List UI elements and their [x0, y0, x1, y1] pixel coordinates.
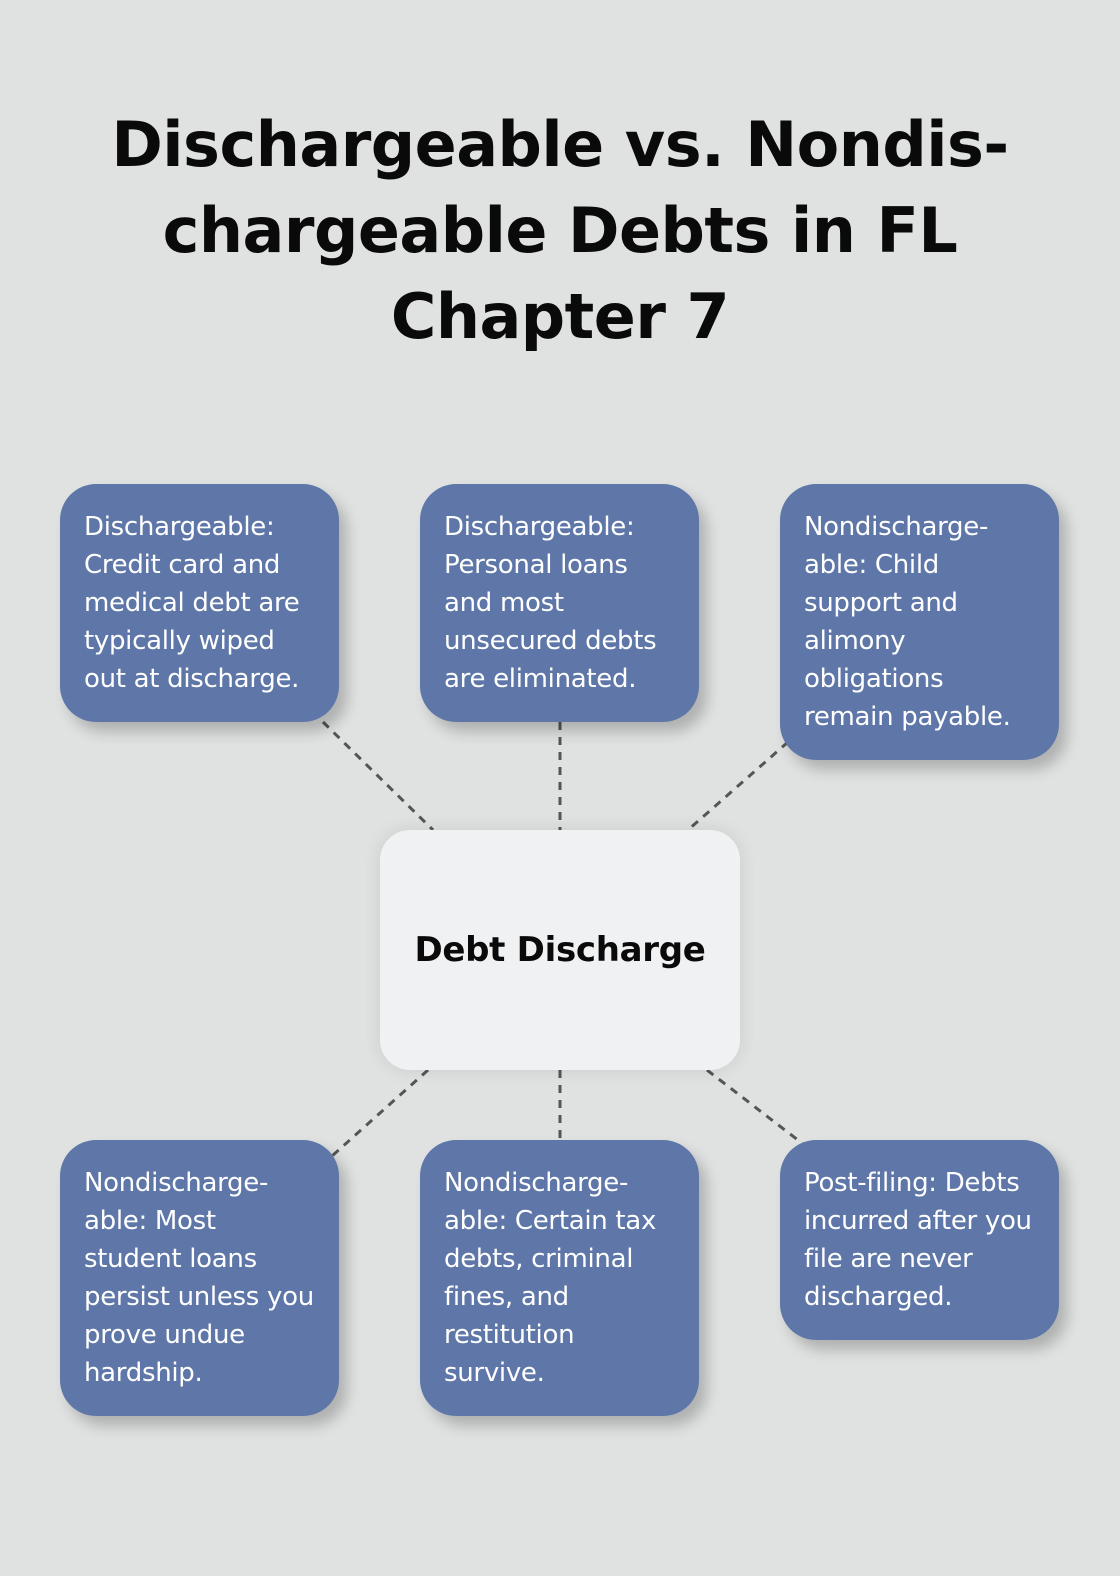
node-text: Post-filing: Debts incurred after you fi… [804, 1168, 1032, 1312]
node-text: Nondischarge- able: Most student loans p… [84, 1168, 314, 1388]
connector-line-6 [706, 1068, 804, 1146]
node-text: Dischargeable: Personal loans and most u… [444, 512, 657, 694]
connector-line-3 [687, 740, 789, 832]
node-text: Nondischarge- able: Child support and al… [804, 512, 1011, 732]
node-nondischargeable-student-loans: Nondischarge- able: Most student loans p… [60, 1140, 339, 1416]
node-text: Dischargeable: Credit card and medical d… [84, 512, 300, 694]
connector-line-1 [321, 720, 435, 832]
node-post-filing: Post-filing: Debts incurred after you fi… [780, 1140, 1059, 1340]
center-label: Debt Discharge [414, 930, 706, 970]
node-dischargeable-personal-loans: Dischargeable: Personal loans and most u… [420, 484, 699, 722]
node-dischargeable-credit-medical: Dischargeable: Credit card and medical d… [60, 484, 339, 722]
connector-line-4 [330, 1068, 430, 1158]
page-title: Dischargeable vs. Nondis- chargeable Deb… [111, 108, 1009, 353]
node-text: Nondischarge- able: Certain tax debts, c… [444, 1168, 657, 1388]
center-node: Debt Discharge [380, 830, 740, 1070]
node-nondischargeable-support: Nondischarge- able: Child support and al… [780, 484, 1059, 760]
node-nondischargeable-tax-fines: Nondischarge- able: Certain tax debts, c… [420, 1140, 699, 1416]
